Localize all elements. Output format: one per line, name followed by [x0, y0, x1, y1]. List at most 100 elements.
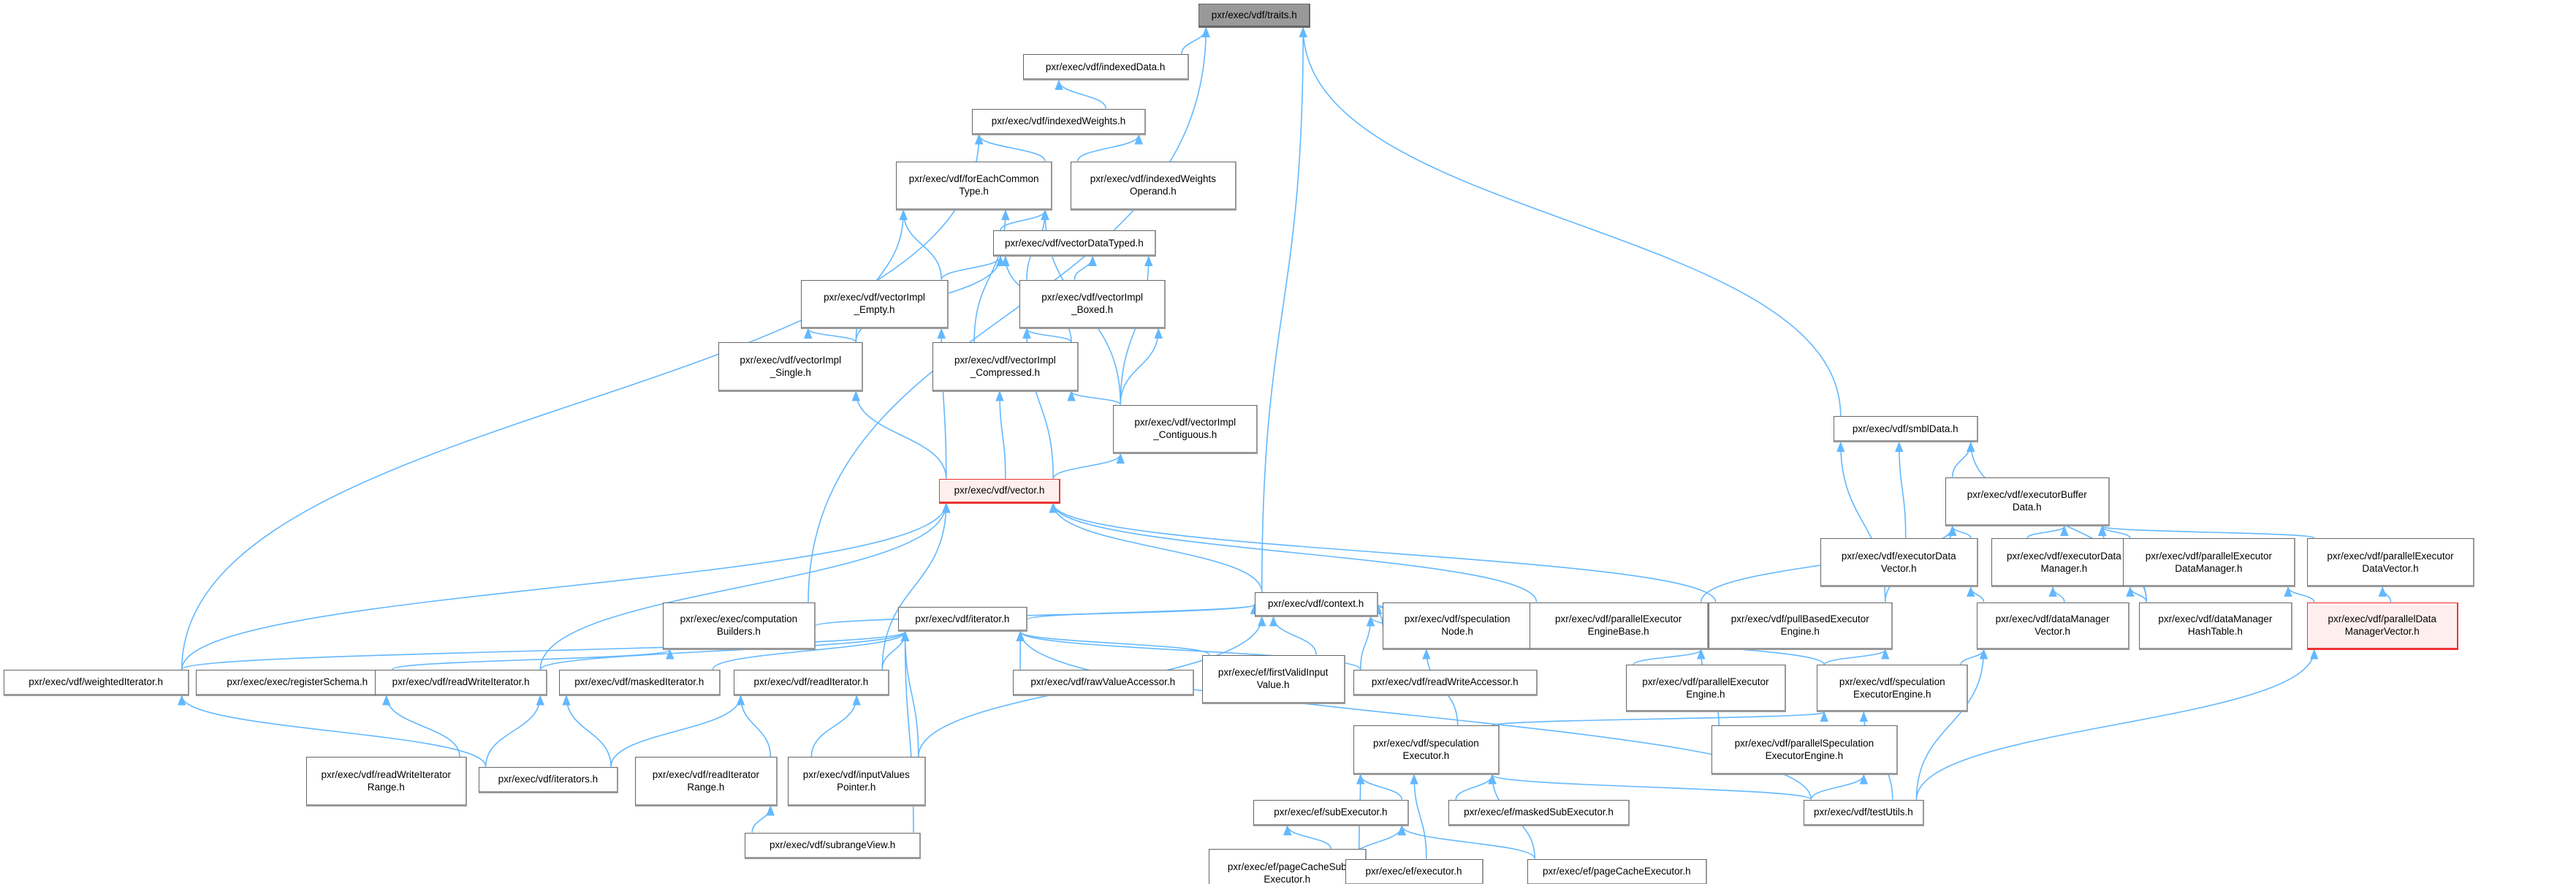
edge-readWriteIterator-to-vector [539, 502, 951, 670]
node-label: pxr/exec/vdf/rawValueAccessor.h [1030, 676, 1176, 688]
edge-firstValidInputValue-to-context [1269, 616, 1317, 655]
edge-maskedSubExecutor-to-speculationExecutor [1455, 774, 1497, 800]
edge-vectorImplCompressed-to-vectorImplBoxed [1022, 328, 1072, 343]
edge-speculationExecutor-to-speculationExecutorEngine [1492, 711, 1828, 727]
node-vector-impl-empty[interactable]: pxr/exec/vdf/vectorImpl_Empty.h [800, 279, 949, 329]
edge-computationBuilders-to-context [815, 603, 1258, 627]
node-label: pxr/exec/vdf/vectorImpl [1134, 417, 1236, 428]
edge-testUtils-to-speculationExecutor [1488, 774, 1812, 801]
edge-dataManagerVector-to-executorDataVector [1967, 586, 1985, 602]
node-label: pxr/exec/vdf/vectorDataTyped.h [1004, 237, 1144, 249]
node-read-iterator[interactable]: pxr/exec/vdf/readIterator.h [733, 669, 890, 696]
node-label: pxr/exec/vdf/vector.h [954, 485, 1045, 496]
node-test-utils[interactable]: pxr/exec/vdf/testUtils.h [1804, 799, 1924, 826]
node-vector-impl-boxed[interactable]: pxr/exec/vdf/vectorImpl_Boxed.h [1019, 279, 1166, 329]
node-label: pxr/exec/vdf/parallelExecutor [2327, 550, 2454, 562]
edge-iterator-to-context [1027, 603, 1259, 620]
edge-executorBufferData-to-smblData [1951, 441, 1975, 477]
node-label: Type.h [959, 186, 989, 197]
node-vector[interactable]: pxr/exec/vdf/vector.h [938, 478, 1061, 504]
node-read-write-iterator[interactable]: pxr/exec/vdf/readWriteIterator.h [375, 669, 548, 696]
edge-pullBasedExecutorEngine-to-vector [1049, 502, 1717, 602]
edge-pageCacheExecutor-to-subExecutor [1397, 825, 1536, 859]
node-traits[interactable]: pxr/exec/vdf/traits.h [1198, 3, 1311, 29]
node-subrange-view[interactable]: pxr/exec/vdf/subrangeView.h [745, 832, 921, 859]
edge-indexedWeights-to-indexedData [1055, 79, 1106, 109]
node-label: Manager.h [2040, 562, 2088, 574]
node-vector-data-typed[interactable]: pxr/exec/vdf/vectorDataTyped.h [993, 230, 1156, 257]
node-masked-iterator[interactable]: pxr/exec/vdf/maskedIterator.h [559, 669, 721, 696]
node-iterators[interactable]: pxr/exec/vdf/iterators.h [478, 766, 618, 793]
node-label: pxr/exec/vdf/readWriteIterator [321, 768, 452, 780]
node-label: pxr/exec/vdf/vectorImpl [740, 354, 842, 366]
node-indexed-weights[interactable]: pxr/exec/vdf/indexedWeights.h [971, 108, 1147, 135]
node-register-schema[interactable]: pxr/exec/exec/registerSchema.h [195, 669, 400, 696]
node-read-write-accessor[interactable]: pxr/exec/vdf/readWriteAccessor.h [1353, 669, 1538, 696]
edge-registerSchema-to-computationBuilders [391, 649, 675, 670]
edge-speculationExecutorEngine-to-dataManagerVector [1960, 649, 1988, 665]
node-label: pxr/exec/vdf/parallelExecutor [1642, 676, 1769, 687]
edge-vectorImplSingle-to-vectorImplEmpty [804, 328, 857, 343]
node-label: pxr/exec/vdf/inputValues [802, 768, 910, 780]
node-label: ExecutorEngine.h [1853, 688, 1931, 700]
node-context[interactable]: pxr/exec/vdf/context.h [1254, 592, 1378, 617]
node-label: pxr/exec/ef/pageCacheSub [1227, 861, 1347, 872]
edge-subExecutor-to-speculationExecutor [1356, 774, 1403, 800]
node-label: pxr/exec/ef/executor.h [1365, 866, 1462, 877]
node-label: pxr/exec/vdf/dataManager [1995, 613, 2110, 625]
node-vector-impl-contiguous[interactable]: pxr/exec/vdf/vectorImpl_Contiguous.h [1113, 404, 1258, 454]
edge-context-to-traits [1261, 26, 1308, 593]
edge-executorDataVector-to-smblData [1894, 441, 1907, 538]
node-page-cache-executor[interactable]: pxr/exec/ef/pageCacheExecutor.h [1527, 858, 1707, 884]
edge-weightedIterator-to-indexedWeights [181, 134, 984, 670]
edge-vectorImplBoxed-to-vectorDataTyped [1074, 255, 1097, 280]
node-raw-value-accessor[interactable]: pxr/exec/vdf/rawValueAccessor.h [1013, 669, 1194, 696]
node-label: pxr/exec/vdf/speculation [1404, 613, 1511, 625]
node-label: pxr/exec/ef/pageCacheExecutor.h [1543, 866, 1691, 877]
node-label: pxr/exec/vdf/readWriteAccessor.h [1371, 676, 1519, 688]
node-smbl-data[interactable]: pxr/exec/vdf/smblData.h [1833, 416, 1978, 443]
node-masked-sub-executor[interactable]: pxr/exec/ef/maskedSubExecutor.h [1448, 799, 1630, 826]
node-label: Node.h [1441, 626, 1473, 638]
node-label: Pointer.h [837, 781, 876, 793]
node-sub-executor[interactable]: pxr/exec/ef/subExecutor.h [1253, 799, 1410, 826]
node-label: pxr/exec/vdf/subrangeView.h [769, 839, 896, 850]
node-vector-impl-compressed[interactable]: pxr/exec/vdf/vectorImpl_Compressed.h [932, 342, 1079, 392]
node-label: pxr/exec/vdf/vectorImpl [824, 292, 925, 303]
edge-dataManagerHashTable-to-executorDataManager [2126, 586, 2148, 602]
node-iterator[interactable]: pxr/exec/vdf/iterator.h [897, 607, 1028, 632]
node-label: pxr/exec/vdf/readIterator.h [753, 676, 869, 688]
node-weighted-iterator[interactable]: pxr/exec/vdf/weightedIterator.h [3, 669, 189, 696]
edge-readIteratorRange-to-readIterator [736, 695, 772, 758]
edge-computationBuilders-to-traits [808, 26, 1210, 602]
node-indexed-data[interactable]: pxr/exec/vdf/indexedData.h [1022, 54, 1189, 81]
node-label: ExecutorEngine.h [1765, 750, 1844, 761]
node-vector-impl-single[interactable]: pxr/exec/vdf/vectorImpl_Single.h [718, 342, 864, 392]
node-label: pxr/exec/vdf/parallelExecutor [1554, 613, 1682, 625]
node-executor[interactable]: pxr/exec/ef/executor.h [1345, 858, 1483, 884]
node-label: pxr/exec/vdf/parallelExecutor [2145, 550, 2273, 562]
